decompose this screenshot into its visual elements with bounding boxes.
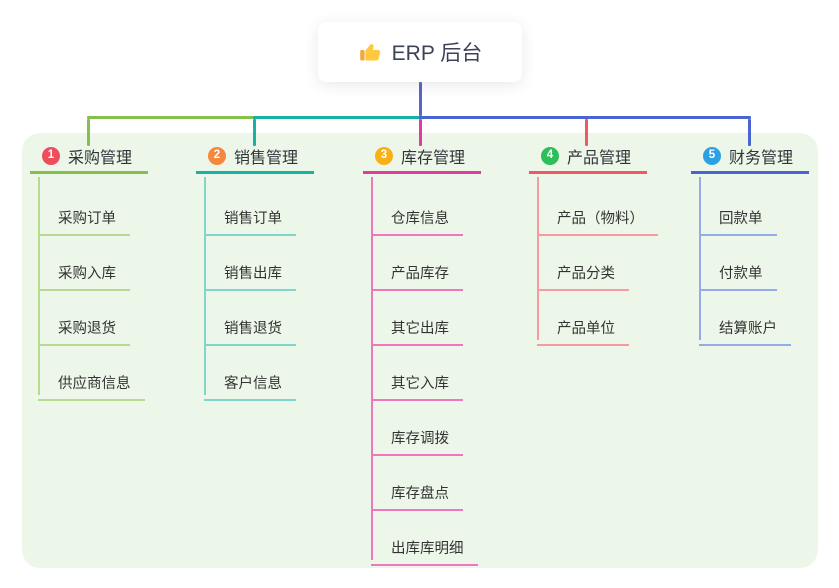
child-node[interactable]: 产品库存 [371,239,463,291]
child-node[interactable]: 其它入库 [371,349,463,401]
child-node-label: 库存盘点 [391,486,449,502]
branch-number-badge: 3 [375,147,393,165]
child-node-label: 出库库明细 [391,541,464,557]
child-node[interactable]: 采购入库 [38,239,130,291]
child-node-label: 销售退货 [224,321,282,337]
branch-number-badge: 5 [703,147,721,165]
branch-drop-line-4 [585,119,588,146]
bus-segment-3 [419,116,751,119]
branch-header[interactable]: 1 采购管理 [30,144,148,174]
child-node-label: 产品分类 [557,266,615,282]
child-node-label: 结算账户 [719,321,777,337]
branch-label: 财务管理 [729,150,794,167]
branch-label: 产品管理 [567,150,632,167]
child-node-label: 销售出库 [224,266,282,282]
branch-header[interactable]: 5 财务管理 [691,144,809,174]
child-node[interactable]: 结算账户 [699,294,791,346]
root-node[interactable]: ERP 后台 [318,22,522,82]
child-node-label: 产品库存 [391,266,449,282]
child-node[interactable]: 回款单 [699,184,777,236]
child-node[interactable]: 销售退货 [204,294,296,346]
branch-spine-line [537,177,539,340]
child-node-label: 仓库信息 [391,211,449,227]
child-node[interactable]: 采购退货 [38,294,130,346]
bus-segment-2 [253,116,421,119]
child-node[interactable]: 供应商信息 [38,349,145,401]
branch-drop-line-1 [87,119,90,146]
branch-number-badge: 2 [208,147,226,165]
branch-label: 库存管理 [401,150,466,167]
branch-label: 销售管理 [234,150,299,167]
branch-spine-line [699,177,701,340]
child-node[interactable]: 销售订单 [204,184,296,236]
child-node-label: 付款单 [719,266,763,282]
child-node[interactable]: 采购订单 [38,184,130,236]
root-connector-line [419,82,422,116]
child-node-label: 采购退货 [58,321,116,337]
branch-drop-line-3 [419,119,422,146]
child-node[interactable]: 出库库明细 [371,514,478,566]
child-node[interactable]: 仓库信息 [371,184,463,236]
child-node[interactable]: 销售出库 [204,239,296,291]
thumbs-up-icon [358,40,382,64]
branch-drop-line-5 [748,119,751,146]
child-node-label: 其它出库 [391,321,449,337]
child-node-label: 采购订单 [58,211,116,227]
child-node-label: 采购入库 [58,266,116,282]
branch-header[interactable]: 2 销售管理 [196,144,314,174]
bus-segment-1 [87,116,255,119]
branch-drop-line-2 [253,119,256,146]
child-node[interactable]: 付款单 [699,239,777,291]
branch-number-badge: 4 [541,147,559,165]
child-node-label: 销售订单 [224,211,282,227]
child-node-label: 产品（物料） [557,211,644,227]
child-node[interactable]: 其它出库 [371,294,463,346]
mindmap-panel [22,133,818,568]
child-node[interactable]: 产品分类 [537,239,629,291]
child-node[interactable]: 产品单位 [537,294,629,346]
branch-number-badge: 1 [42,147,60,165]
child-node[interactable]: 客户信息 [204,349,296,401]
branch-spine-line [38,177,40,395]
child-node[interactable]: 库存盘点 [371,459,463,511]
root-node-label: ERP 后台 [391,42,483,65]
child-node-label: 回款单 [719,211,763,227]
child-node[interactable]: 产品（物料） [537,184,658,236]
child-node-label: 供应商信息 [58,376,131,392]
branch-header[interactable]: 3 库存管理 [363,144,481,174]
branch-spine-line [371,177,373,560]
branch-spine-line [204,177,206,395]
child-node[interactable]: 库存调拨 [371,404,463,456]
child-node-label: 产品单位 [557,321,615,337]
child-node-label: 库存调拨 [391,431,449,447]
child-node-label: 其它入库 [391,376,449,392]
branch-header[interactable]: 4 产品管理 [529,144,647,174]
child-node-label: 客户信息 [224,376,282,392]
branch-label: 采购管理 [68,150,133,167]
